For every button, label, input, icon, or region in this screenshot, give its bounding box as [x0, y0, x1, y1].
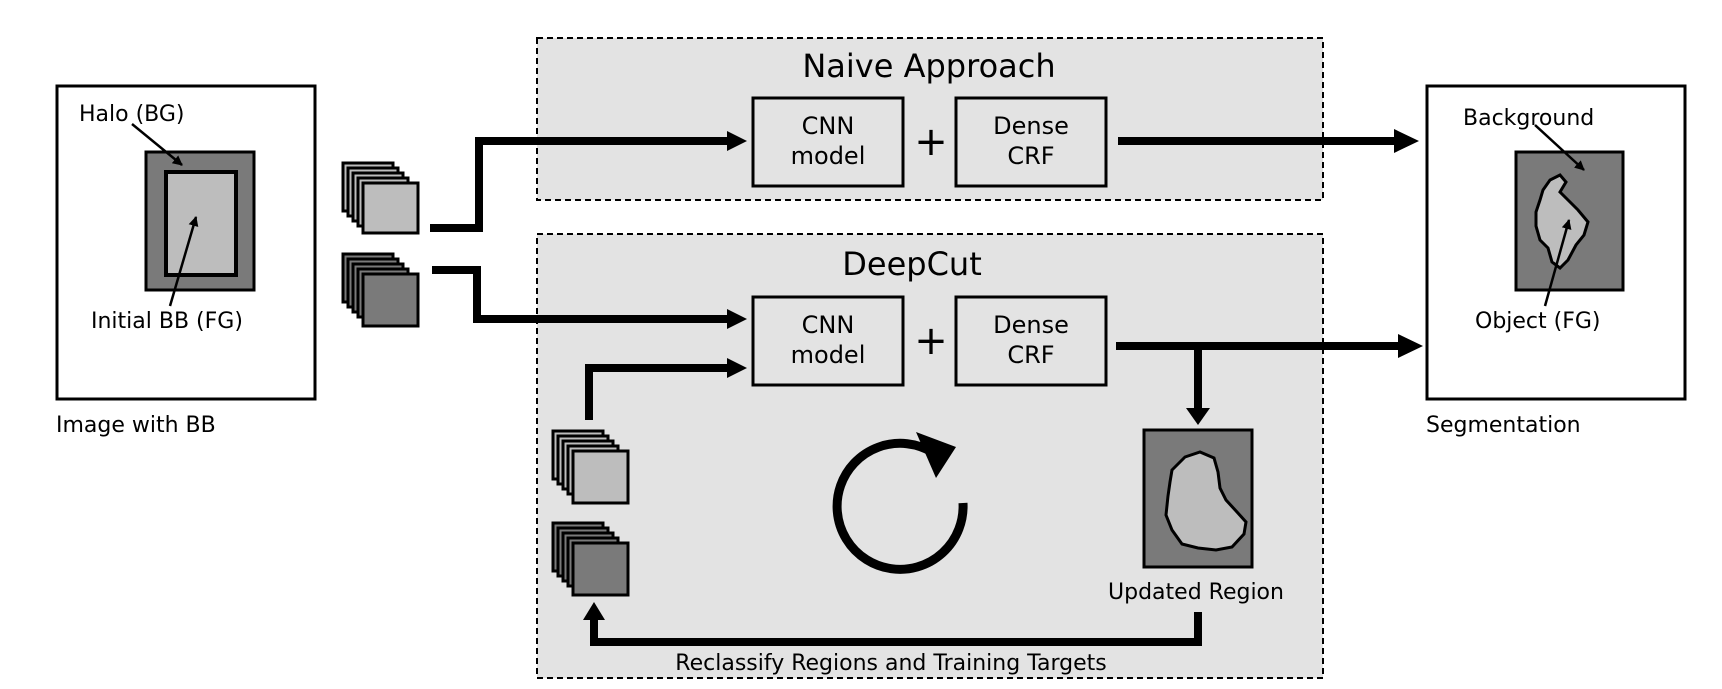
- output-segmentation: Background Object (FG) Segmentation: [1425, 84, 1687, 438]
- object-label: Object (FG): [1475, 309, 1601, 334]
- updated-region: Updated Region: [1108, 428, 1284, 605]
- arrowhead-loop-cnn: [727, 358, 747, 378]
- initial-bb-label: Initial BB (FG): [91, 309, 243, 334]
- naive-crf-box: [954, 96, 1108, 188]
- arrow-heads: [583, 129, 1423, 620]
- arrow-to-naive-cnn: [430, 137, 728, 232]
- naive-cnn-line1: CNN: [802, 112, 855, 140]
- updated-region-shape: [1164, 450, 1248, 552]
- naive-cnn-line2: model: [791, 142, 866, 170]
- arrowhead-naive-cnn: [727, 131, 747, 151]
- deepcut-cnn-box: [751, 295, 905, 387]
- naive-plus: +: [914, 119, 948, 165]
- arrow-loop-back: [590, 612, 1202, 646]
- background-label: Background: [1463, 106, 1594, 131]
- arrowhead-loop-back: [583, 602, 605, 620]
- arrowhead-deepcut-cnn: [727, 309, 747, 329]
- deepcut-crf-line2: CRF: [1007, 341, 1054, 369]
- input-caption: Image with BB: [56, 413, 216, 438]
- arrowhead-deepcut-output: [1398, 334, 1423, 358]
- halo-label: Halo (BG): [79, 102, 185, 127]
- inner-feature-stack-bg: [551, 521, 630, 597]
- deepcut-panel: DeepCut CNN model + Dense CRF: [536, 233, 1324, 679]
- input-image: Halo (BG) Initial BB (FG) Image with BB: [55, 84, 317, 438]
- object-pointer: [1543, 219, 1572, 307]
- deepcut-plus: +: [914, 318, 948, 364]
- feature-stack-fg: [341, 161, 420, 235]
- arrow-loop-to-cnn: [585, 364, 728, 420]
- naive-crf-line2: CRF: [1007, 142, 1054, 170]
- naive-panel-frame: [536, 37, 1324, 201]
- naive-title: Naive Approach: [802, 47, 1055, 85]
- output-caption: Segmentation: [1426, 413, 1581, 438]
- halo-pointer: [131, 123, 183, 166]
- deepcut-title: DeepCut: [842, 245, 982, 283]
- naive-crf-line1: Dense: [993, 112, 1069, 140]
- updated-region-label: Updated Region: [1108, 580, 1284, 605]
- deepcut-crf-box: [954, 295, 1108, 387]
- inner-feature-stack-fg: [551, 429, 630, 505]
- initial-bb-region: [164, 170, 238, 277]
- arrowhead-updated-region: [1186, 408, 1210, 425]
- flow-arrows: [430, 137, 1400, 646]
- deepcut-cnn-line1: CNN: [802, 311, 855, 339]
- arrowhead-naive-output: [1394, 129, 1419, 153]
- background-region: [1514, 150, 1625, 292]
- arrow-to-deepcut-cnn: [432, 266, 728, 323]
- background-pointer: [1534, 124, 1585, 171]
- feature-stack-bg: [341, 252, 420, 328]
- deepcut-crf-line1: Dense: [993, 311, 1069, 339]
- refresh-cycle-icon: [832, 432, 968, 574]
- initial-bb-pointer: [168, 216, 199, 307]
- loop-label: Reclassify Regions and Training Targets: [675, 651, 1106, 676]
- naive-approach-panel: Naive Approach CNN model + Dense CRF: [536, 37, 1324, 201]
- naive-cnn-box: [751, 96, 905, 188]
- deepcut-cnn-line2: model: [791, 341, 866, 369]
